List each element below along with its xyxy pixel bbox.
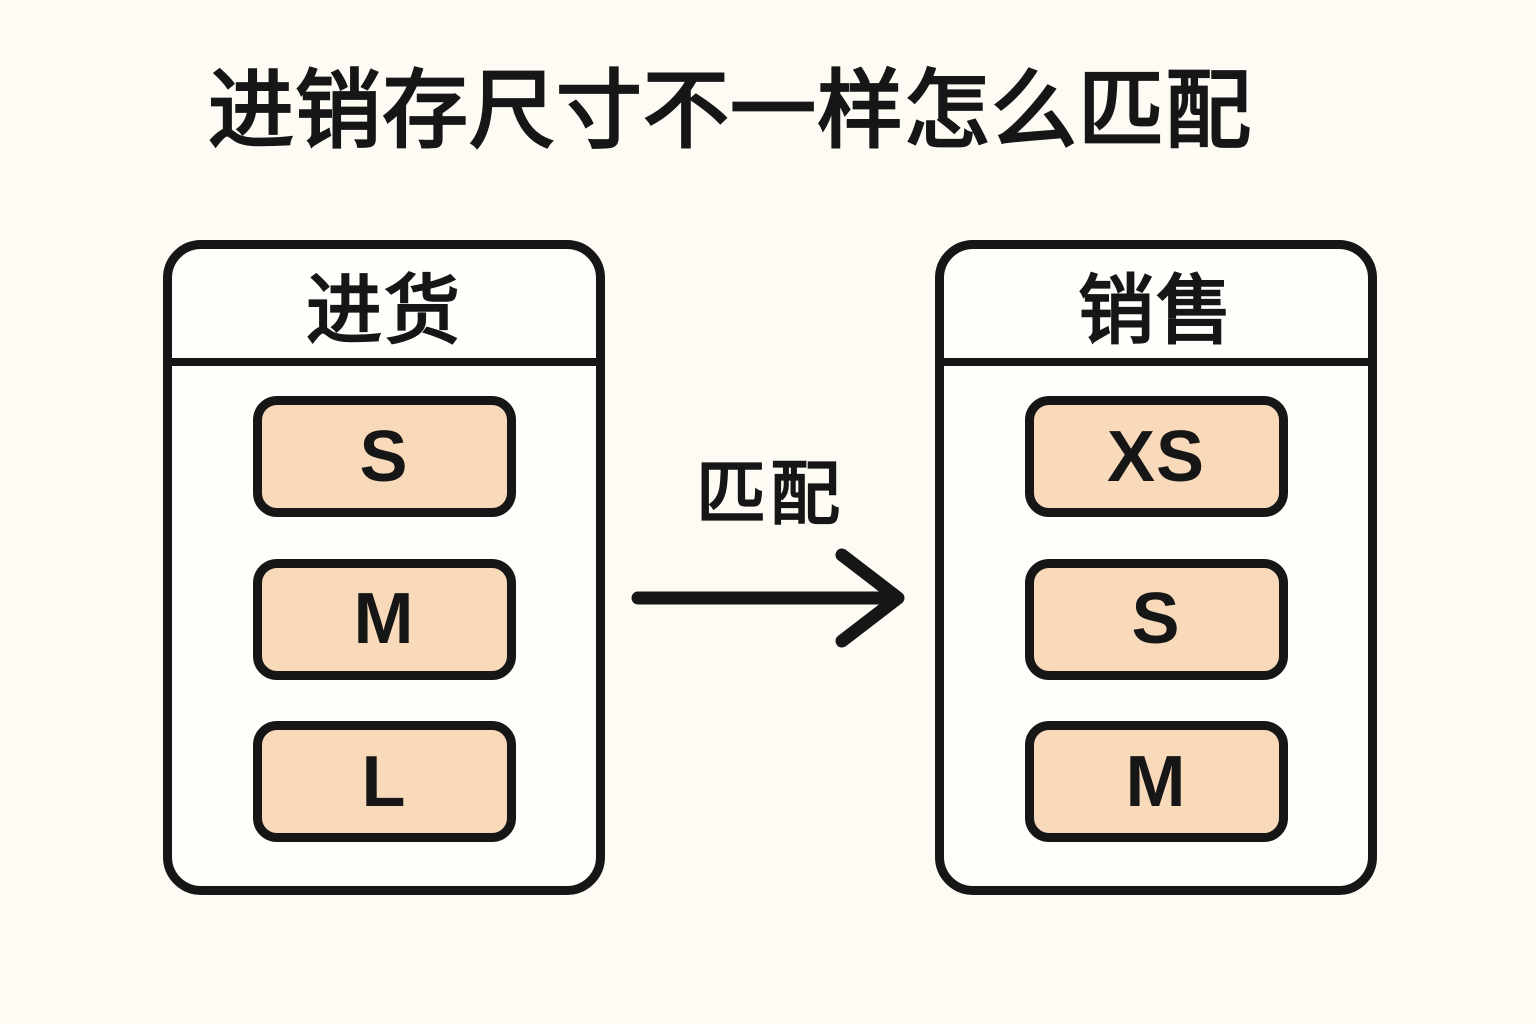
size-tag-sales-m: M <box>1024 721 1288 842</box>
match-connector: 匹配 <box>605 240 935 895</box>
size-tag-purchase-l: L <box>252 721 516 842</box>
purchase-card-body: S M L <box>172 366 596 878</box>
size-tag-sales-s: S <box>1024 558 1288 680</box>
sales-card: 销售 XS S M <box>935 240 1377 895</box>
right-arrow-icon <box>631 548 905 648</box>
size-tag-sales-xs: XS <box>1024 396 1288 517</box>
page-title: 进销存尺寸不一样怎么匹配 <box>208 63 1252 159</box>
match-label: 匹配 <box>696 455 844 533</box>
size-tag-purchase-m: M <box>252 558 516 680</box>
purchase-card-title: 进货 <box>172 249 596 366</box>
sales-card-title: 销售 <box>944 249 1368 366</box>
purchase-card: 进货 S M L <box>163 240 605 895</box>
size-tag-purchase-s: S <box>252 396 516 517</box>
sales-card-body: XS S M <box>944 366 1368 878</box>
